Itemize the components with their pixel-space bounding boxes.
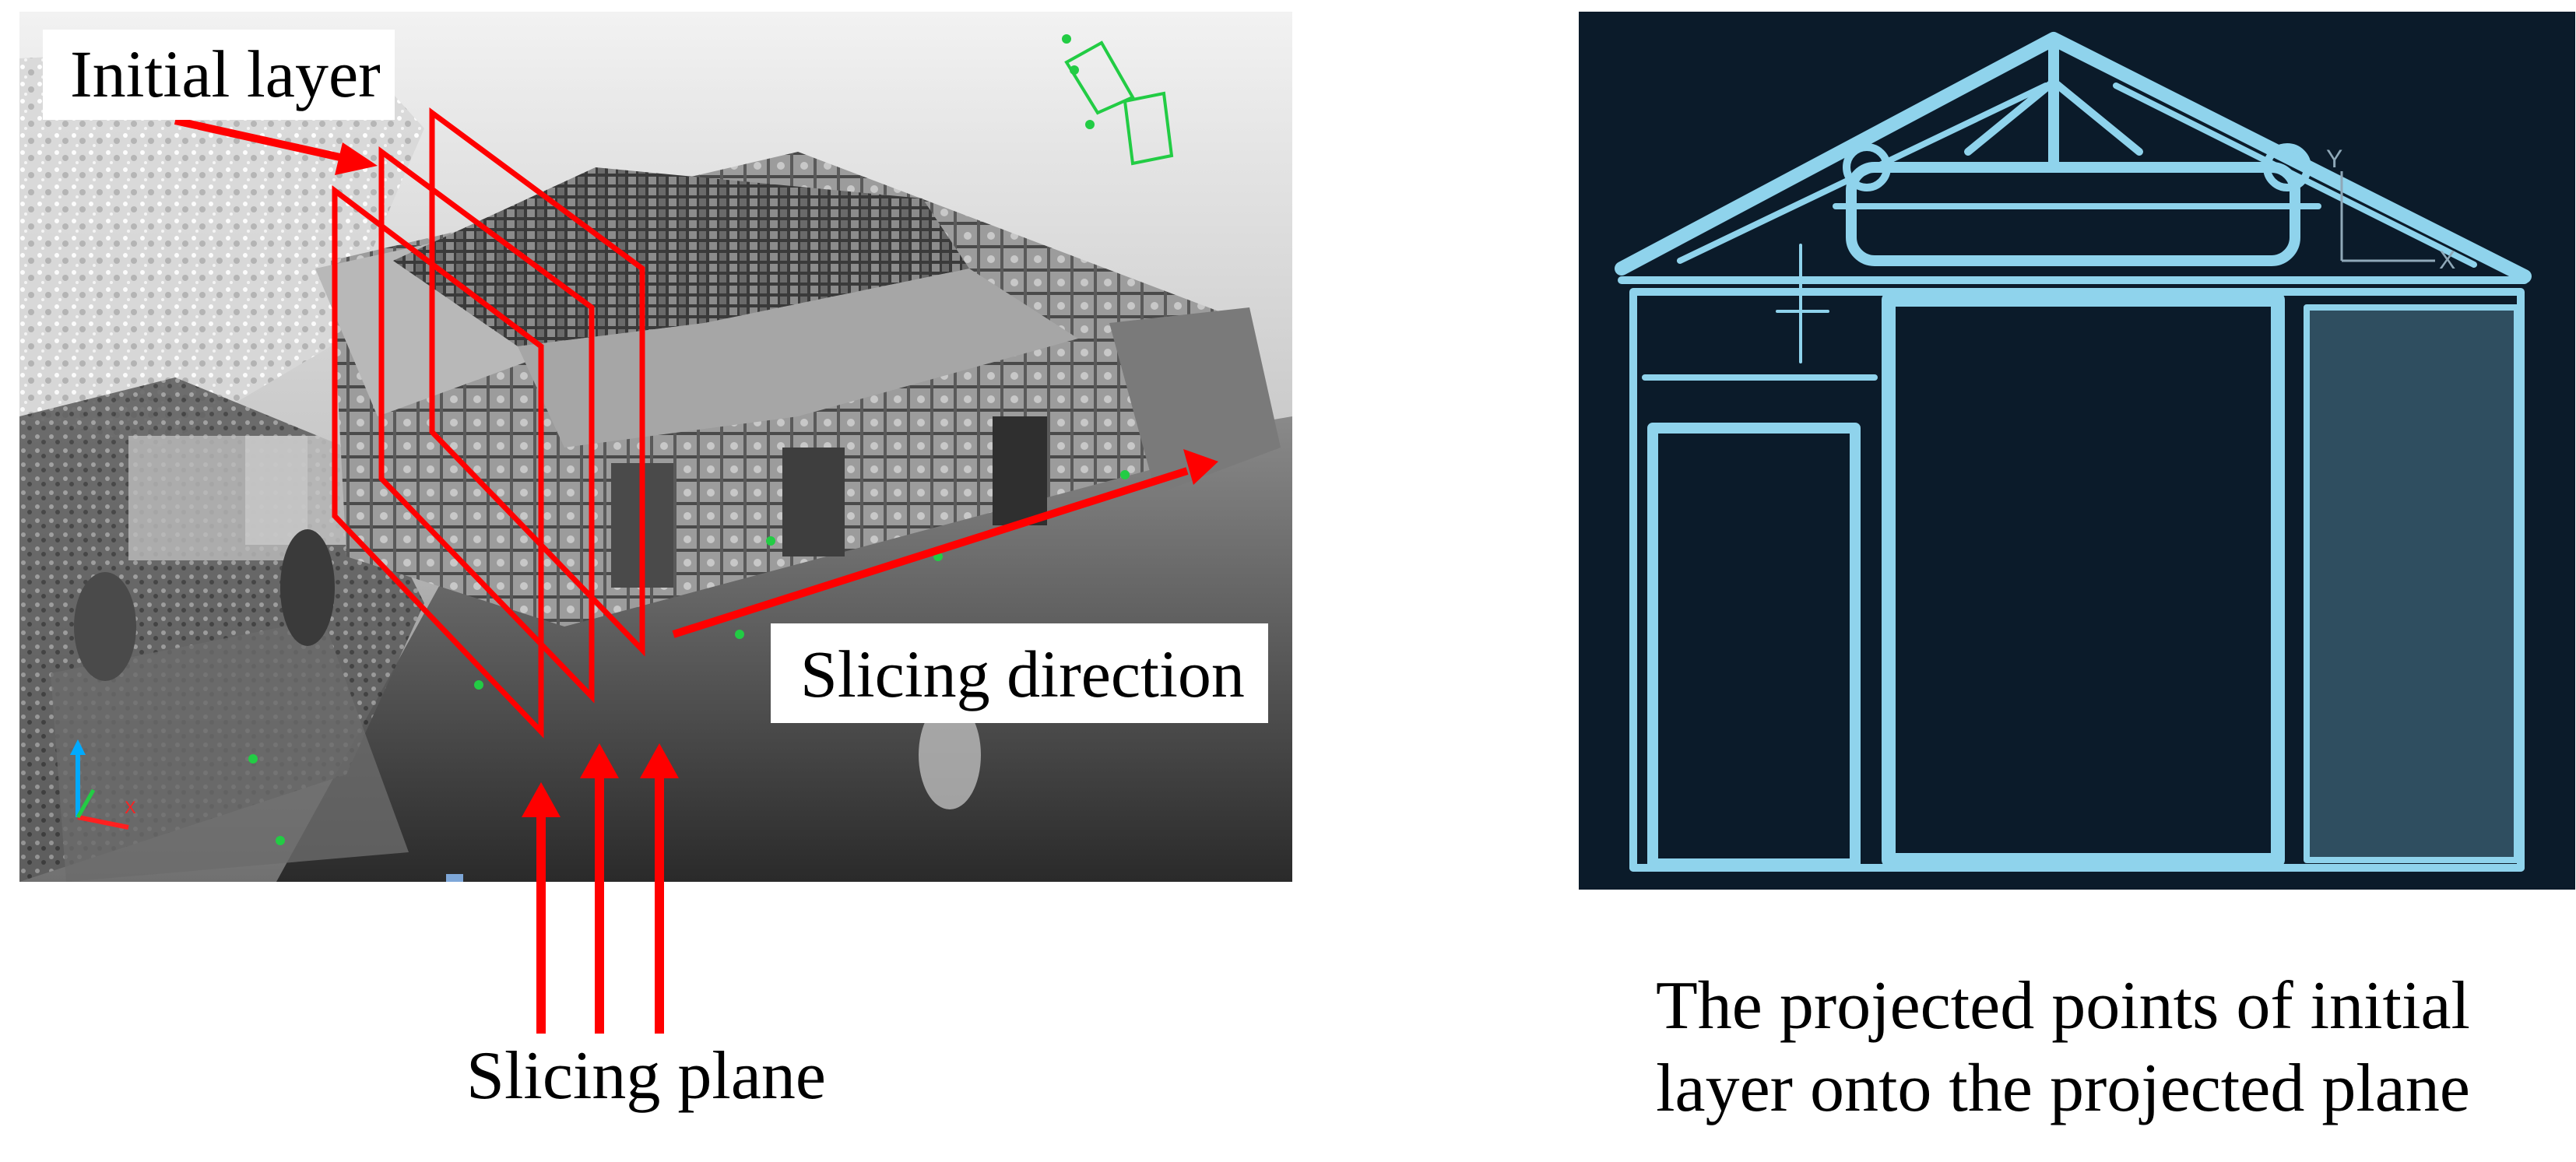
slicing-plane-caption: Slicing plane (335, 1035, 958, 1118)
target-dot (276, 836, 285, 845)
projection-caption-line1: The projected points of initial (1557, 965, 2569, 1048)
axis-x-label: X (125, 798, 136, 817)
right-wall-points (2307, 307, 2517, 860)
central-door (1889, 300, 2278, 860)
target-dot (248, 754, 258, 764)
shadow-figure-2 (280, 529, 335, 646)
projection-caption-line2: layer onto the projected plane (1557, 1048, 2569, 1130)
projected-points-view: Y X (1579, 12, 2575, 890)
target-dot (1062, 34, 1071, 44)
axis-x-label: X (2439, 246, 2455, 274)
target-dot (1120, 470, 1130, 479)
projection-panel: Y X (1579, 12, 2575, 890)
initial-layer-label: Initial layer (43, 30, 395, 120)
roof-outline (1622, 39, 2525, 276)
target-dot (1070, 65, 1079, 75)
window-grille (993, 416, 1047, 525)
left-opening (1653, 428, 1855, 864)
cross-beam (1851, 167, 2295, 261)
slicing-direction-label: Slicing direction (771, 623, 1268, 723)
slicing-plane-arrow-shafts (19, 882, 720, 1037)
target-dot (474, 680, 483, 690)
target-dot (766, 536, 775, 546)
shadow-figure (74, 572, 136, 681)
doorway (782, 448, 845, 556)
target-dot (1085, 120, 1095, 129)
point-cloud-scene: X (19, 12, 1292, 882)
projection-caption: The projected points of initial layer on… (1557, 965, 2569, 1129)
target-dot (735, 630, 744, 639)
point-cloud-panel: X Initial layer Sli (19, 12, 1292, 882)
axis-y-label: Y (2326, 145, 2342, 173)
projected-points (1622, 39, 2525, 868)
marker-square (446, 874, 463, 882)
